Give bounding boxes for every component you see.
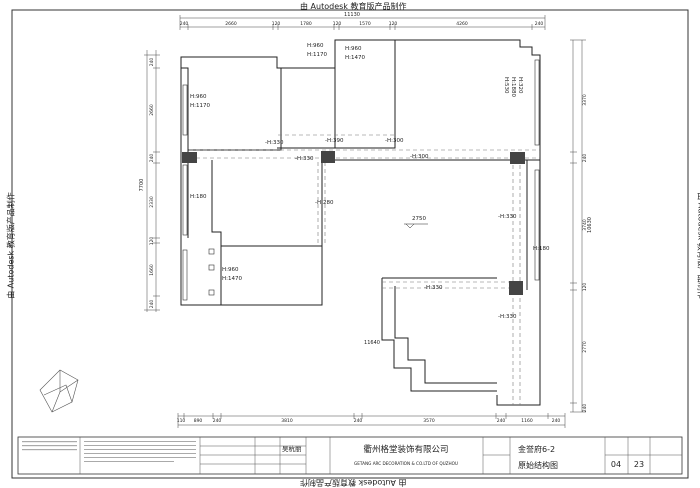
page-number: 23 — [634, 460, 644, 469]
label-floor: 2750 — [412, 216, 426, 222]
structural-columns — [182, 151, 525, 295]
drawing-frame — [11, 9, 689, 479]
beam-lines — [189, 134, 540, 405]
label-w2: H:960 — [307, 43, 324, 49]
label-b2: -H:390 — [325, 138, 344, 144]
dim-top-4: 120 — [333, 21, 342, 27]
label-b4: -H:330 — [295, 156, 314, 162]
dim-bottom-3: 3810 — [281, 418, 293, 424]
label-b6: -H:280 — [315, 200, 334, 206]
label-w3b: H:1470 — [345, 55, 365, 61]
east-wall — [496, 155, 541, 406]
label-w2b: H:1170 — [307, 52, 327, 58]
bedroom-3-wall — [334, 39, 396, 149]
top-dimension-lines — [179, 15, 546, 30]
label-w7: H:960 — [222, 267, 239, 273]
dim-left-2: 240 — [149, 154, 155, 163]
designer-name: 吴杭丽 — [282, 444, 302, 453]
dim-left-6: 240 — [149, 300, 155, 309]
living-room-wall — [211, 160, 323, 247]
column-southeast — [509, 281, 523, 295]
dim-right-2: 3740 — [582, 219, 588, 231]
label-w6: H:180 — [533, 246, 550, 252]
label-w4c: H:320 — [517, 77, 523, 94]
dim-left-4: 120 — [149, 237, 155, 246]
dim-left-0: 240 — [149, 58, 155, 67]
company-name-cn: 衢州格堂装饰有限公司 — [363, 444, 448, 455]
floor-level-marker — [405, 223, 415, 229]
dim-bottom-4: 240 — [354, 418, 363, 424]
dim-top-3: 1780 — [300, 21, 312, 27]
windows — [182, 59, 540, 301]
column-west — [182, 152, 197, 163]
bedroom-2-wall — [277, 67, 336, 149]
left-dimension-labels: 240 2660 240 2330 120 1660 240 — [149, 58, 155, 309]
dim-bottom-7: 1160 — [521, 418, 533, 424]
dim-top-1: 2660 — [225, 21, 237, 27]
dim-right-5: 240 — [582, 404, 588, 413]
dim-right-4: 2770 — [582, 341, 588, 353]
south-stepped-inner-wall — [394, 286, 497, 384]
label-b1: -H:330 — [265, 140, 284, 146]
dim-left-total: 7700 — [139, 179, 145, 192]
right-dimension-labels: 3370 240 3740 120 2770 240 — [582, 94, 588, 412]
bedroom-5-wall — [180, 245, 323, 306]
project-name: 金誉府6-2 — [518, 444, 555, 454]
company-name-en: GETANG ARC DECORATION & CO.LTD OF QUZHOU — [354, 461, 458, 466]
label-b7: -H:330 — [498, 214, 517, 220]
dim-bottom-total: 11640 — [364, 340, 380, 346]
dim-top-0: 240 — [180, 21, 189, 27]
label-b9: -H:330 — [498, 314, 517, 320]
label-w3: H:960 — [345, 46, 362, 52]
label-b3: -H:300 — [385, 138, 404, 144]
title-block — [17, 436, 683, 475]
sheet-number: 04 — [611, 460, 621, 469]
label-w4b: H:1880 — [510, 77, 516, 97]
walls — [180, 39, 541, 406]
label-w5: H:180 — [190, 194, 207, 200]
dim-right-3: 120 — [582, 283, 588, 292]
label-w4a: H:530 — [503, 77, 509, 94]
south-stepped-wall — [381, 278, 497, 392]
dim-top-5: 1570 — [359, 21, 371, 27]
bedroom-4-wall — [395, 39, 541, 155]
dim-bottom-1: 890 — [194, 418, 203, 424]
dim-right-total: 10630 — [587, 217, 593, 233]
right-dimension-lines — [570, 39, 586, 413]
dim-right-0: 3370 — [582, 94, 588, 106]
dim-top-7: 4260 — [456, 21, 468, 27]
left-dimension-lines — [144, 50, 160, 312]
top-dimension-labels: 240 2660 120 1780 120 1570 120 4260 240 — [180, 21, 544, 27]
dim-left-1: 2660 — [149, 104, 155, 116]
column-east — [510, 152, 525, 164]
label-w1b: H:1170 — [190, 103, 210, 109]
dim-top-2: 120 — [272, 21, 281, 27]
label-w1: H:960 — [190, 94, 207, 100]
dim-bottom-8: 240 — [552, 418, 561, 424]
dim-bottom-0: 110 — [177, 418, 186, 424]
perspective-sketch — [39, 369, 79, 413]
bottom-dimension-lines — [177, 413, 566, 428]
watermark-top: 由 Autodesk 教育版产品制作 — [300, 2, 407, 11]
column-center — [321, 151, 335, 163]
height-labels: H:960 H:1170 H:960 H:1170 H:960 H:1470 H… — [190, 43, 550, 320]
dim-bottom-6: 240 — [497, 418, 506, 424]
dim-right-1: 240 — [582, 154, 588, 163]
dim-top-total: 11130 — [344, 12, 360, 18]
label-w7b: H:1470 — [222, 276, 242, 282]
bottom-dimension-labels: 110 890 240 3810 240 3570 240 1160 240 — [177, 418, 561, 424]
drawing-name: 原始结构图 — [518, 460, 558, 470]
dim-bottom-5: 3570 — [423, 418, 435, 424]
dim-left-5: 1660 — [149, 264, 155, 276]
label-b5: -H:300 — [410, 154, 429, 160]
dim-left-3: 2330 — [149, 196, 155, 208]
label-b8: -H:330 — [424, 285, 443, 291]
dim-top-8: 240 — [535, 21, 544, 27]
dim-top-6: 120 — [389, 21, 398, 27]
dim-bottom-2: 240 — [213, 418, 222, 424]
